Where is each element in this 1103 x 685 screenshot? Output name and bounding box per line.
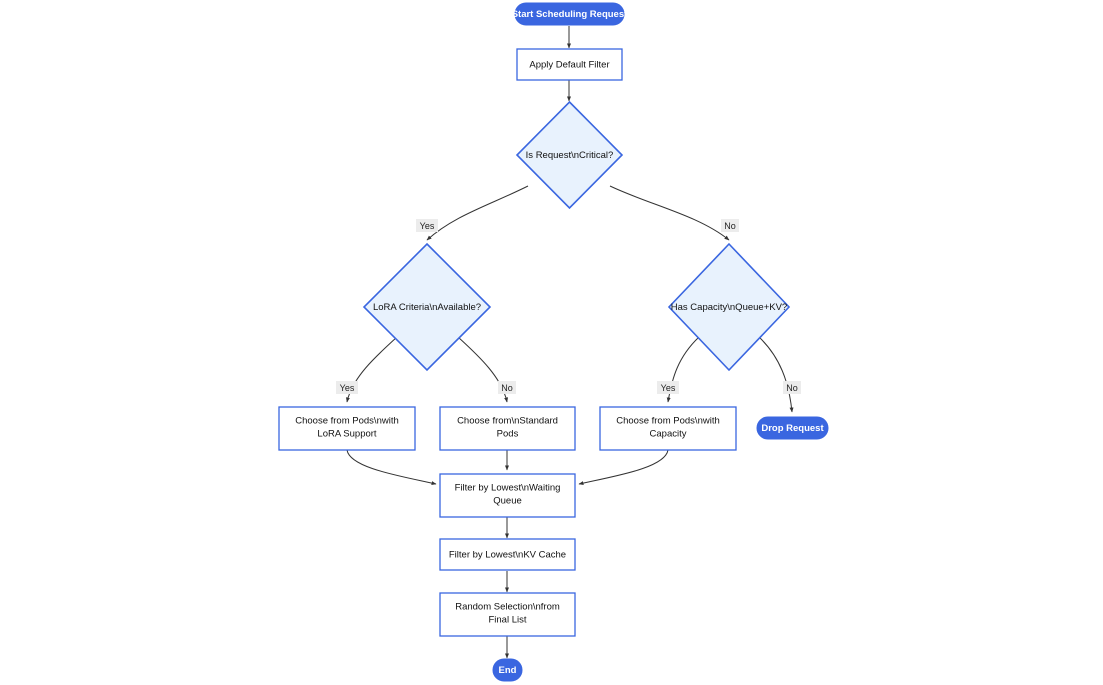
node-filter-waiting-queue-label-line1: Filter by Lowest\nWaiting bbox=[455, 483, 561, 494]
edge-label-bg-critical-no bbox=[721, 219, 739, 232]
node-filter-kv-cache[interactable]: Filter by Lowest\nKV Cache bbox=[439, 538, 576, 571]
node-choose-capacity-pods[interactable]: Choose from Pods\nwith Capacity bbox=[599, 406, 737, 451]
node-choose-standard-pods[interactable]: Choose from\nStandard Pods bbox=[439, 406, 576, 451]
edge-critical-yes-to-lora bbox=[426, 185, 529, 241]
node-random-selection-label-line1: Random Selection\nfrom bbox=[455, 602, 560, 613]
node-start[interactable]: Start Scheduling Request bbox=[512, 2, 628, 26]
node-is-request-critical-shape[interactable] bbox=[515, 100, 624, 210]
node-lora-criteria-available-shape[interactable] bbox=[362, 242, 492, 372]
edge-label-bg-critical-yes bbox=[416, 219, 438, 232]
edge-label-capacity-yes: Yes bbox=[661, 383, 676, 393]
node-drop-request-shape[interactable] bbox=[756, 416, 829, 440]
edge-label-lora-no: No bbox=[501, 383, 513, 393]
node-choose-lora-pods-label-line1: Choose from Pods\nwith bbox=[295, 416, 399, 427]
node-is-request-critical[interactable]: Is Request\nCritical? bbox=[515, 100, 624, 210]
edge-label-capacity-no: No bbox=[786, 383, 798, 393]
edge-label-bg-capacity-no bbox=[783, 381, 801, 394]
node-apply-default-filter-label: Apply Default Filter bbox=[529, 60, 609, 71]
node-random-selection-shape[interactable] bbox=[439, 592, 576, 637]
node-drop-request[interactable]: Drop Request bbox=[756, 416, 829, 440]
node-lora-criteria-available[interactable]: LoRA Criteria\nAvailable? bbox=[362, 242, 492, 372]
edge-label-lora-yes: Yes bbox=[340, 383, 355, 393]
node-end-label: End bbox=[499, 665, 517, 676]
node-start-shape[interactable] bbox=[514, 2, 625, 26]
node-random-selection-label-line2: Final List bbox=[488, 615, 526, 626]
node-filter-waiting-queue-shape[interactable] bbox=[439, 473, 576, 518]
edge-lora-no-to-standard-pods bbox=[457, 336, 509, 403]
node-choose-lora-pods-label-line2: LoRA Support bbox=[317, 429, 377, 440]
edge-capacity-no-to-drop bbox=[758, 336, 794, 413]
edges-layer bbox=[345, 26, 794, 659]
node-is-request-critical-label: Is Request\nCritical? bbox=[526, 150, 614, 161]
nodes-layer: Start Scheduling Request Apply Default F… bbox=[278, 2, 829, 682]
node-filter-kv-cache-label: Filter by Lowest\nKV Cache bbox=[449, 550, 566, 561]
node-has-capacity-label: Has Capacity\nQueue+KV? bbox=[671, 302, 787, 313]
node-apply-default-filter[interactable]: Apply Default Filter bbox=[516, 48, 623, 81]
edge-capacity-yes-to-capacity-pods bbox=[666, 336, 700, 403]
node-end-shape[interactable] bbox=[492, 658, 523, 682]
edge-critical-no-to-capacity bbox=[609, 185, 730, 241]
node-choose-lora-pods[interactable]: Choose from Pods\nwith LoRA Support bbox=[278, 406, 416, 451]
edge-lora-yes-to-lora-pods bbox=[345, 336, 398, 403]
node-choose-standard-pods-shape[interactable] bbox=[439, 406, 576, 451]
node-filter-kv-cache-shape[interactable] bbox=[439, 538, 576, 571]
edge-label-critical-no: No bbox=[724, 221, 736, 231]
node-start-label: Start Scheduling Request bbox=[512, 9, 628, 20]
node-drop-request-label: Drop Request bbox=[761, 423, 824, 434]
node-choose-capacity-pods-label-line1: Choose from Pods\nwith bbox=[616, 416, 720, 427]
edge-labels-layer: Yes No Yes No Yes No bbox=[336, 219, 801, 394]
edge-label-bg-lora-yes bbox=[336, 381, 358, 394]
node-has-capacity-shape[interactable] bbox=[667, 242, 791, 372]
node-choose-capacity-pods-label-line2: Capacity bbox=[650, 429, 687, 440]
node-apply-default-filter-shape[interactable] bbox=[516, 48, 623, 81]
edge-capacity-pods-to-filter-queue bbox=[578, 449, 669, 485]
node-end[interactable]: End bbox=[492, 658, 523, 682]
node-random-selection[interactable]: Random Selection\nfrom Final List bbox=[439, 592, 576, 637]
node-filter-waiting-queue[interactable]: Filter by Lowest\nWaiting Queue bbox=[439, 473, 576, 518]
node-choose-lora-pods-shape[interactable] bbox=[278, 406, 416, 451]
edge-label-critical-yes: Yes bbox=[420, 221, 435, 231]
node-lora-criteria-available-label: LoRA Criteria\nAvailable? bbox=[373, 302, 481, 313]
node-has-capacity[interactable]: Has Capacity\nQueue+KV? bbox=[667, 242, 791, 372]
edge-label-bg-capacity-yes bbox=[657, 381, 679, 394]
node-choose-standard-pods-label-line2: Pods bbox=[497, 429, 519, 440]
edge-label-bg-lora-no bbox=[498, 381, 516, 394]
node-choose-standard-pods-label-line1: Choose from\nStandard bbox=[457, 416, 558, 427]
node-filter-waiting-queue-label-line2: Queue bbox=[493, 496, 522, 507]
node-choose-capacity-pods-shape[interactable] bbox=[599, 406, 737, 451]
edge-lora-pods-to-filter-queue bbox=[346, 449, 437, 485]
